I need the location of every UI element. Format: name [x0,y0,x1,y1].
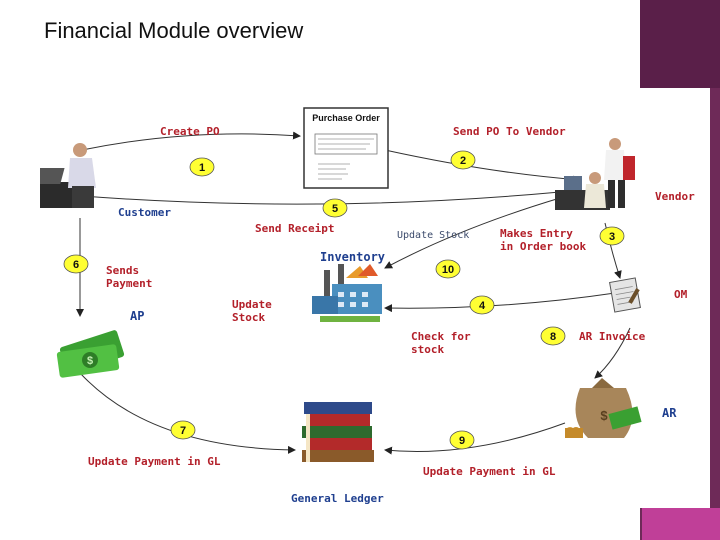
makes-entry-label-2: in Order book [500,240,586,253]
step-badge-1-number: 1 [199,162,205,174]
customer-person-icon [40,143,96,208]
arrow-po-to-vendor [384,149,581,184]
ap-money-icon: $ [56,330,125,378]
update-stock-label-1: Update [232,298,272,311]
om-document-icon [609,277,641,313]
step-badge-2: 2 [450,150,476,170]
customer-label: Customer [118,206,171,219]
ar-invoice-label: AR Invoice [579,330,646,343]
step-badge-8: 8 [540,326,566,346]
general-ledger-books-icon [302,402,374,462]
step-badge-5: 5 [322,198,348,218]
step-badge-7: 7 [170,420,196,440]
arrow-om-to-inventory [384,292,616,313]
right-bar-bottom-accent [642,508,720,540]
general-ledger-label: General Ledger [291,492,384,505]
step-badge-1: 1 [189,157,215,177]
arrow-ap-to-gl [79,372,296,454]
inventory-label: Inventory [320,250,385,264]
step-badge-5-number: 5 [332,203,338,215]
step-badge-6-number: 6 [73,259,79,271]
om-label: OM [674,288,688,301]
makes-entry-label-1: Makes Entry [500,227,573,240]
right-bar-top-accent [640,0,720,88]
step-badge-9: 9 [449,430,475,450]
arrow-om-to-ar [594,327,631,379]
update-stock-top-label: Update Stock [397,230,469,241]
flow-arrows [76,131,631,455]
update-stock-label-2: Stock [232,311,265,324]
svg-text:$: $ [600,408,608,423]
step-badge-3: 3 [599,226,625,246]
step-badge-8-number: 8 [550,331,556,343]
step-badge-10-number: 10 [442,264,454,276]
step-badge-7-number: 7 [180,425,186,437]
ap-label: AP [130,309,144,323]
step-badge-4: 4 [469,295,495,315]
create-po-label: Create PO [160,125,220,138]
step-badge-6: 6 [63,254,89,274]
purchase-order-document: Purchase Order [303,107,389,189]
svg-text:$: $ [87,355,93,367]
flow-diagram: Purchase Order [40,107,695,505]
ar-label: AR [662,406,677,420]
ar-money-bag-icon: $ [565,378,642,438]
purchase-order-title: Purchase Order [312,113,380,123]
arrow-ar-to-gl [384,422,566,455]
arrow-vendor-to-customer [81,191,561,205]
inventory-factory-icon [312,264,382,322]
slide-title: Financial Module overview [44,18,304,43]
arrow-vendor-to-inventory [384,197,561,269]
diagram-panel: Purchase Order [40,88,710,508]
sends-payment-label-1: Sends [106,264,139,277]
check-for-stock-label-1: Check for [411,330,471,343]
step-badge-3-number: 3 [609,231,615,243]
update-payment-gl-left-label: Update Payment in GL [88,455,221,468]
send-receipt-label: Send Receipt [255,222,334,235]
vendor-label: Vendor [655,190,695,203]
check-for-stock-label-2: stock [411,343,444,356]
step-badge-9-number: 9 [459,435,465,447]
send-po-to-vendor-label: Send PO To Vendor [453,125,566,138]
step-badge-10: 10 [435,259,461,279]
sends-payment-label-2: Payment [106,277,152,290]
vendor-people-icon [555,138,635,210]
update-payment-gl-right-label: Update Payment in GL [423,465,556,478]
step-badge-4-number: 4 [479,300,486,312]
arrow-customer-to-po [81,131,301,151]
step-badge-2-number: 2 [460,155,466,167]
